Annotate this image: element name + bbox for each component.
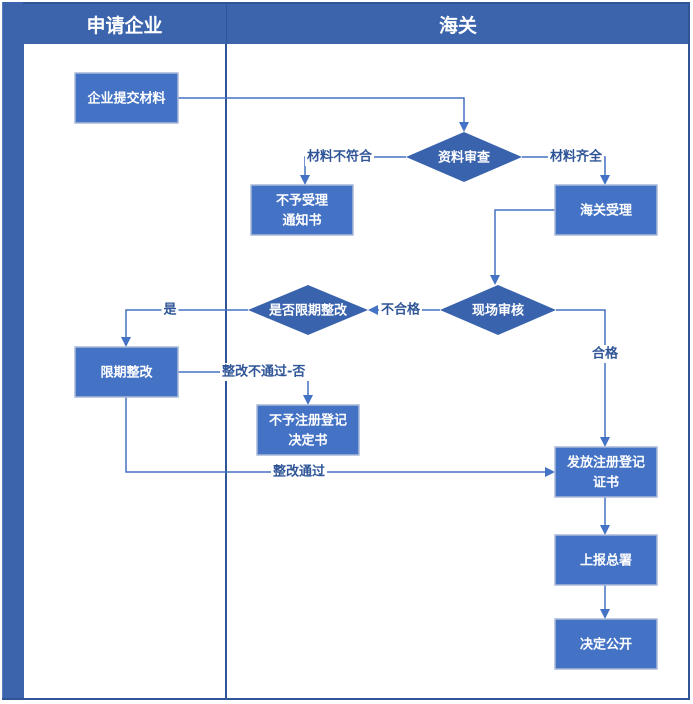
decision-shape <box>248 285 368 335</box>
process-shape <box>74 72 179 124</box>
edge-label-bg <box>548 148 604 166</box>
lane-title-customs: 海关 <box>438 14 477 37</box>
process-accept: 海关受理 <box>554 184 658 236</box>
decision-review: 资料审查 <box>406 132 522 182</box>
node-label-deny_reg: 决定书 <box>288 433 327 449</box>
decision-shape <box>406 132 522 182</box>
edge-label-bg <box>220 363 315 381</box>
node-label-report: 上报总署 <box>580 553 632 569</box>
decision-shape <box>440 285 556 335</box>
decision-rectify_q: 是否限期整改 <box>248 285 368 335</box>
edge-inspection-to-issue_cert <box>556 309 610 447</box>
node-label-issue_cert: 发放注册登记 <box>566 455 645 471</box>
edge-label-inspection-to-rectify_q: 不合格 <box>381 302 421 318</box>
process-publish: 决定公开 <box>554 618 658 670</box>
node-label-accept: 海关受理 <box>580 203 632 219</box>
edge-submit-to-review <box>178 97 469 132</box>
process-shape <box>250 184 354 236</box>
node-label-review: 资料审查 <box>438 150 491 166</box>
process-shape <box>74 346 179 398</box>
edge-label-rectify_q-to-rectify: 是 <box>162 303 177 318</box>
process-shape <box>256 404 360 456</box>
process-shape <box>554 446 658 498</box>
pool-strip <box>2 2 24 699</box>
edge-label-rectify-to-deny_reg: 整改不通过-否 <box>221 364 305 380</box>
node-label-reject_notice: 通知书 <box>282 213 321 229</box>
process-submit: 企业提交材料 <box>74 72 179 124</box>
lane-header-customs: 海关 <box>226 2 689 44</box>
edge-accept-to-inspection <box>490 209 555 285</box>
pool-bottom-border <box>2 698 690 700</box>
node-label-inspection: 现场审核 <box>472 303 524 319</box>
node-label-reject_notice: 不予受理 <box>276 193 328 209</box>
edge-label-rectify-to-issue_cert: 整改通过 <box>272 464 325 480</box>
edge-label-bg <box>590 345 620 363</box>
node-label-deny_reg: 不予注册登记 <box>269 413 347 429</box>
edge-rectify-to-issue_cert <box>125 397 555 477</box>
lane-header-applicant: 申请企业 <box>23 2 226 44</box>
node-label-issue_cert: 证书 <box>593 475 619 491</box>
process-shape <box>554 618 658 670</box>
node-label-rectify: 限期整改 <box>100 365 153 381</box>
edge-label-review-to-accept: 材料齐全 <box>550 149 603 165</box>
edge-label-review-to-reject_notice: 材料不符合 <box>307 149 373 165</box>
edge-rectify_q-to-rectify <box>121 309 248 347</box>
edge-label-inspection-to-issue_cert: 合格 <box>592 346 619 362</box>
process-shape <box>554 534 658 586</box>
node-label-rectify_q: 是否限期整改 <box>268 303 348 319</box>
decision-inspection: 现场审核 <box>440 285 556 335</box>
edge-label-bg <box>379 301 422 319</box>
lane-title-applicant: 申请企业 <box>86 14 163 37</box>
edge-label-bg <box>161 301 179 319</box>
process-rectify: 限期整改 <box>74 346 179 398</box>
edge-label-bg <box>305 148 374 166</box>
edge-label-bg <box>271 463 327 481</box>
node-label-submit: 企业提交材料 <box>86 91 165 107</box>
node-label-publish: 决定公开 <box>580 637 632 653</box>
pool-right-border <box>688 2 690 700</box>
process-shape <box>554 184 658 236</box>
process-report: 上报总署 <box>554 534 658 586</box>
